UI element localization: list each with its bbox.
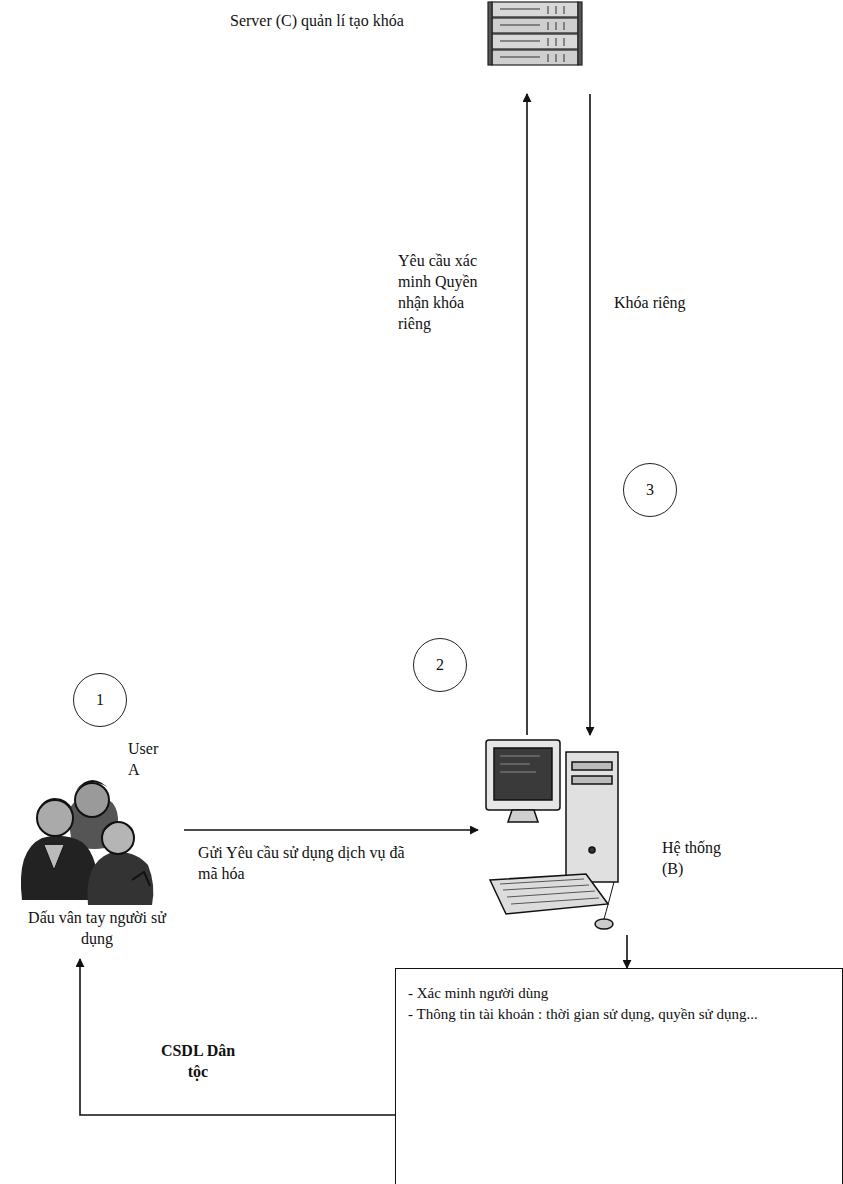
user-node: User A Dấu vân tay người sử dụng xyxy=(10,735,188,955)
node-text: Hệ thống (B) xyxy=(662,837,740,879)
callout-number: 1 xyxy=(73,673,127,727)
edge-label: Gửi Yêu cầu sử dụng dịch vụ đã mã hóa xyxy=(198,842,423,884)
callout-number: 3 xyxy=(623,463,677,517)
callout-number: 2 xyxy=(413,638,467,692)
connector-arrow xyxy=(626,935,628,968)
server-node: Server (C) quản lí tạo khóa xyxy=(225,0,490,72)
users-icon xyxy=(21,780,153,905)
connector-arrow xyxy=(184,829,478,831)
node-text: Server (C) quản lí tạo khóa xyxy=(230,10,405,31)
system-node: Hệ thống (B) xyxy=(470,735,755,935)
info-box: - Xác minh người dùng- Thông tin tài kho… xyxy=(395,968,843,1184)
edge-label: Khóa riêng xyxy=(614,292,714,313)
node-text: - Xác minh người dùng xyxy=(408,983,830,1004)
node-text: User A xyxy=(128,738,170,780)
edge-label: CSDL Dân tộc xyxy=(160,1040,236,1082)
connector-arrow xyxy=(526,94,528,735)
computer-icon xyxy=(486,740,618,929)
node-text: - Thông tin tài khoản : thời gian sử dụn… xyxy=(408,1004,830,1025)
edge-label: Yêu cầu xác minh Quyền nhận khóa riêng xyxy=(398,250,478,334)
server-icon xyxy=(488,2,582,65)
connector-arrow xyxy=(589,94,591,735)
connector-arrow xyxy=(80,959,395,1115)
node-text: Dấu vân tay người sử dụng xyxy=(22,907,172,949)
